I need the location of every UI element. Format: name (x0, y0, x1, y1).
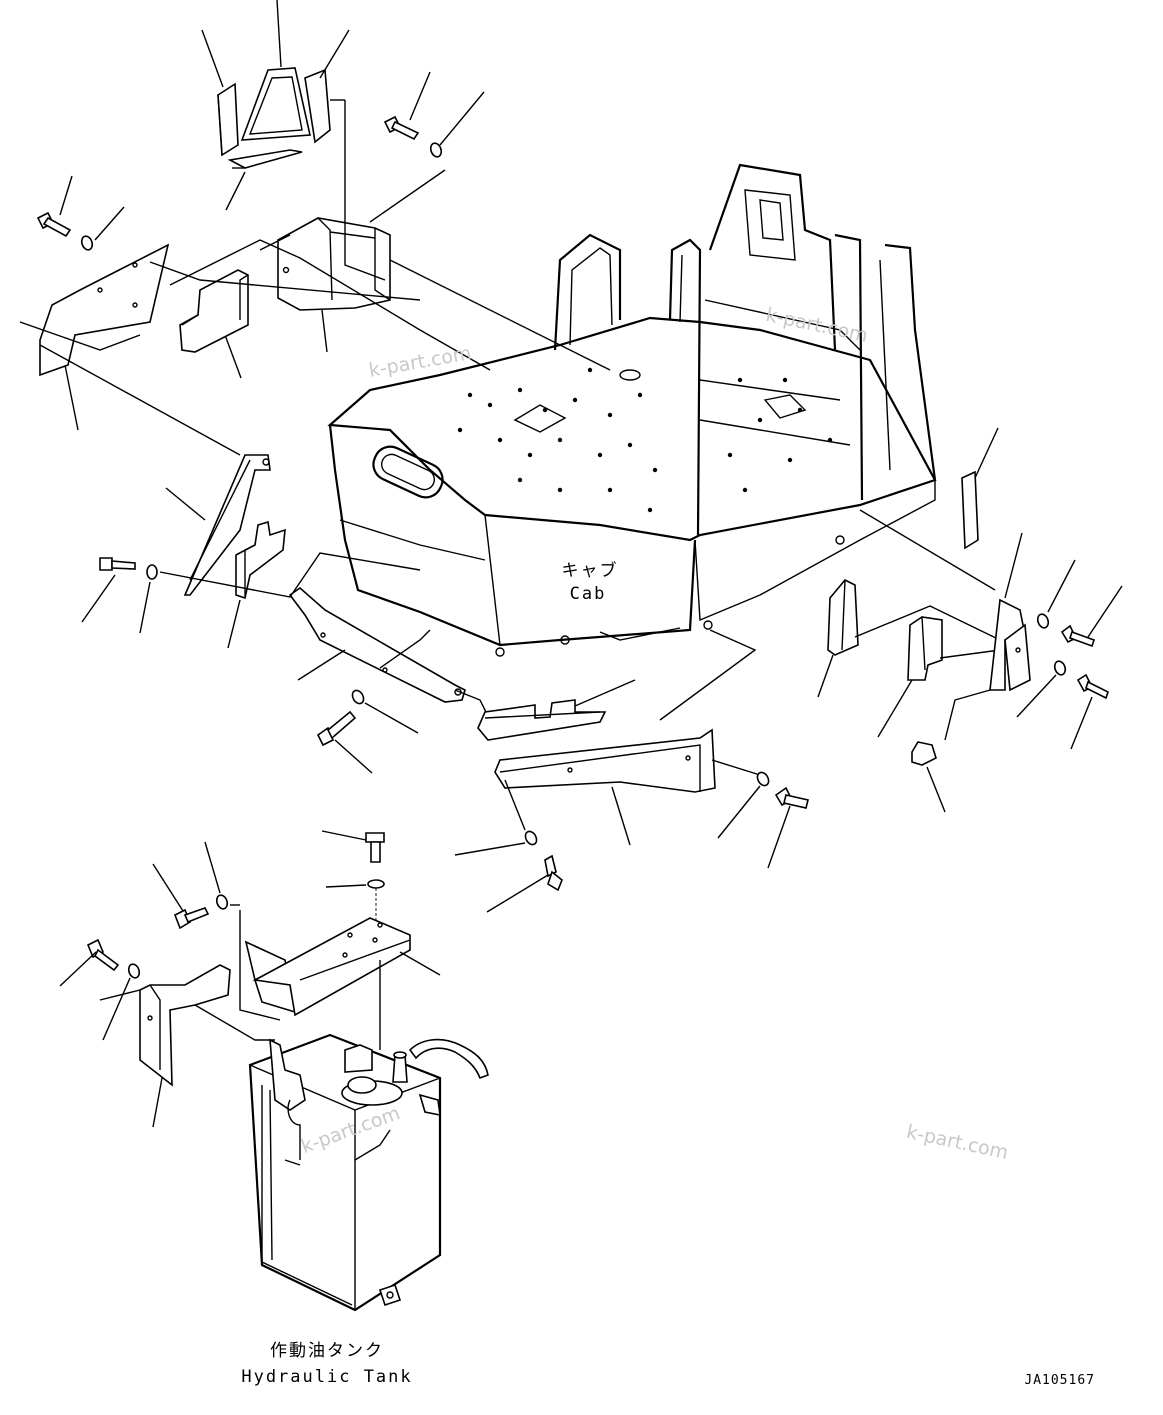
tank-label-jp: 作動油タンク (270, 1341, 384, 1361)
watermark-1: k-part.com (367, 342, 473, 382)
mount-plate (244, 917, 411, 1017)
washer-upper-middle (429, 142, 443, 158)
cab-floor-frame (327, 163, 937, 657)
bolt-right-upper (1060, 624, 1096, 648)
leader-bracket-left (165, 487, 206, 521)
trough-right (494, 728, 716, 793)
bracket-right (989, 598, 1031, 692)
drawing-code: JA105167 (1024, 1373, 1095, 1388)
assembly-lines-upper (19, 99, 611, 456)
bolt-lower-top (365, 832, 385, 863)
bolt-trough-right (774, 786, 809, 809)
washer-right-lower (1053, 660, 1067, 676)
bolt-upper-left (36, 211, 94, 251)
pad-right-vertical (304, 68, 331, 144)
leader-lines (59, 0, 485, 431)
watermark-2: k-part.com (764, 304, 870, 347)
stopper-right (911, 741, 937, 766)
hydraulic-tank (248, 1033, 489, 1312)
washer-lower-left-b (127, 963, 141, 979)
bracket-lower-left (139, 964, 231, 1087)
washer-left-middle (146, 564, 158, 580)
pad-right-tall (961, 470, 979, 550)
bolt-upper-middle (383, 115, 443, 158)
channel-center (477, 699, 607, 741)
bolt-center-bottom (544, 854, 563, 892)
washer-lower-left-a (215, 894, 229, 910)
cab-label-jp: キャブ (562, 560, 619, 581)
watermark-3: k-part.com (298, 1102, 403, 1158)
floor-holes (457, 367, 833, 513)
pad-block-left (179, 269, 249, 353)
block-left-small (235, 520, 286, 600)
washer-trough-right (756, 771, 770, 787)
bracket-left-diagonal (183, 454, 271, 596)
bolt-lower-left-b (86, 938, 120, 972)
pad-right-angled (827, 579, 859, 656)
washer-center-bottom (524, 830, 538, 846)
pad-flat (227, 149, 303, 169)
washer-right-upper (1036, 613, 1050, 629)
bolt-lower-left-a (173, 907, 210, 930)
cab-label-en: Cab (570, 584, 607, 604)
bar-front-left (288, 586, 466, 703)
watermark-4: k-part.com (904, 1121, 1010, 1164)
plate-upper-left (39, 243, 170, 377)
washer-upper-left (80, 235, 94, 251)
bolt-left-middle (99, 557, 158, 580)
block-right (907, 616, 943, 681)
upper-insulation-pads (217, 67, 331, 169)
bolt-right-lower (1076, 673, 1109, 700)
tank-label-en: Hydraulic Tank (241, 1367, 412, 1387)
washer-front (351, 689, 365, 705)
bolt-front-left (316, 710, 357, 747)
washer-lower-top (367, 879, 385, 889)
